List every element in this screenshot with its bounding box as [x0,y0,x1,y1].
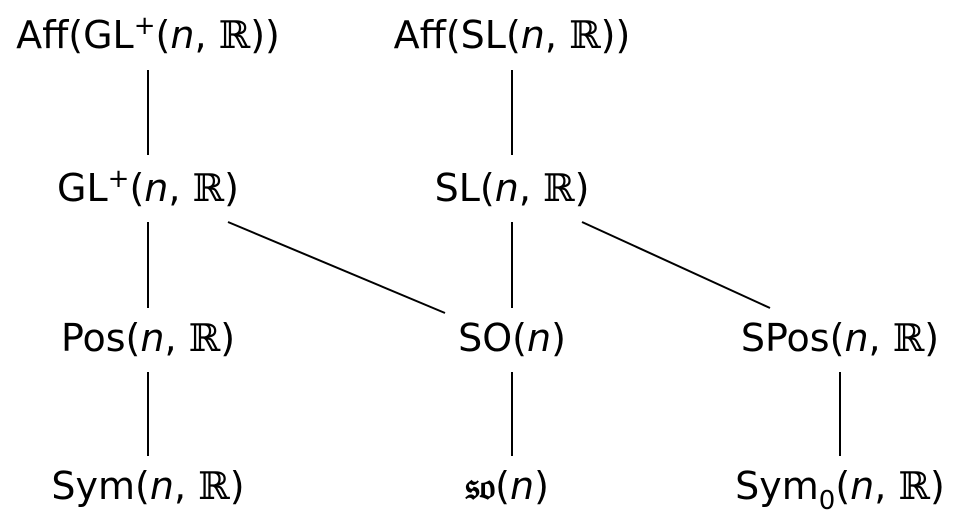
node-sl: SL(n, ℝ) [435,166,590,210]
node-sym0: Sym0(n, ℝ) [735,464,945,516]
edge-sl-to-spos [581,221,771,309]
node-aff-sl: Aff(SL(n, ℝ)) [394,13,631,57]
node-gl-plus: GL+(n, ℝ) [57,164,239,210]
node-so-lie-algebra: 𝔰𝔬(n) [465,463,549,508]
edge-gl-plus-to-so [227,221,446,314]
nodes: Aff(GL+(n, ℝ)) Aff(SL(n, ℝ)) GL+(n, ℝ) S… [16,11,945,516]
node-aff-gl-plus: Aff(GL+(n, ℝ)) [16,11,280,57]
node-so: SO(n) [458,316,566,360]
node-pos: Pos(n, ℝ) [61,316,235,360]
node-spos: SPos(n, ℝ) [741,316,939,360]
node-sym: Sym(n, ℝ) [51,464,244,508]
edges [147,70,841,456]
